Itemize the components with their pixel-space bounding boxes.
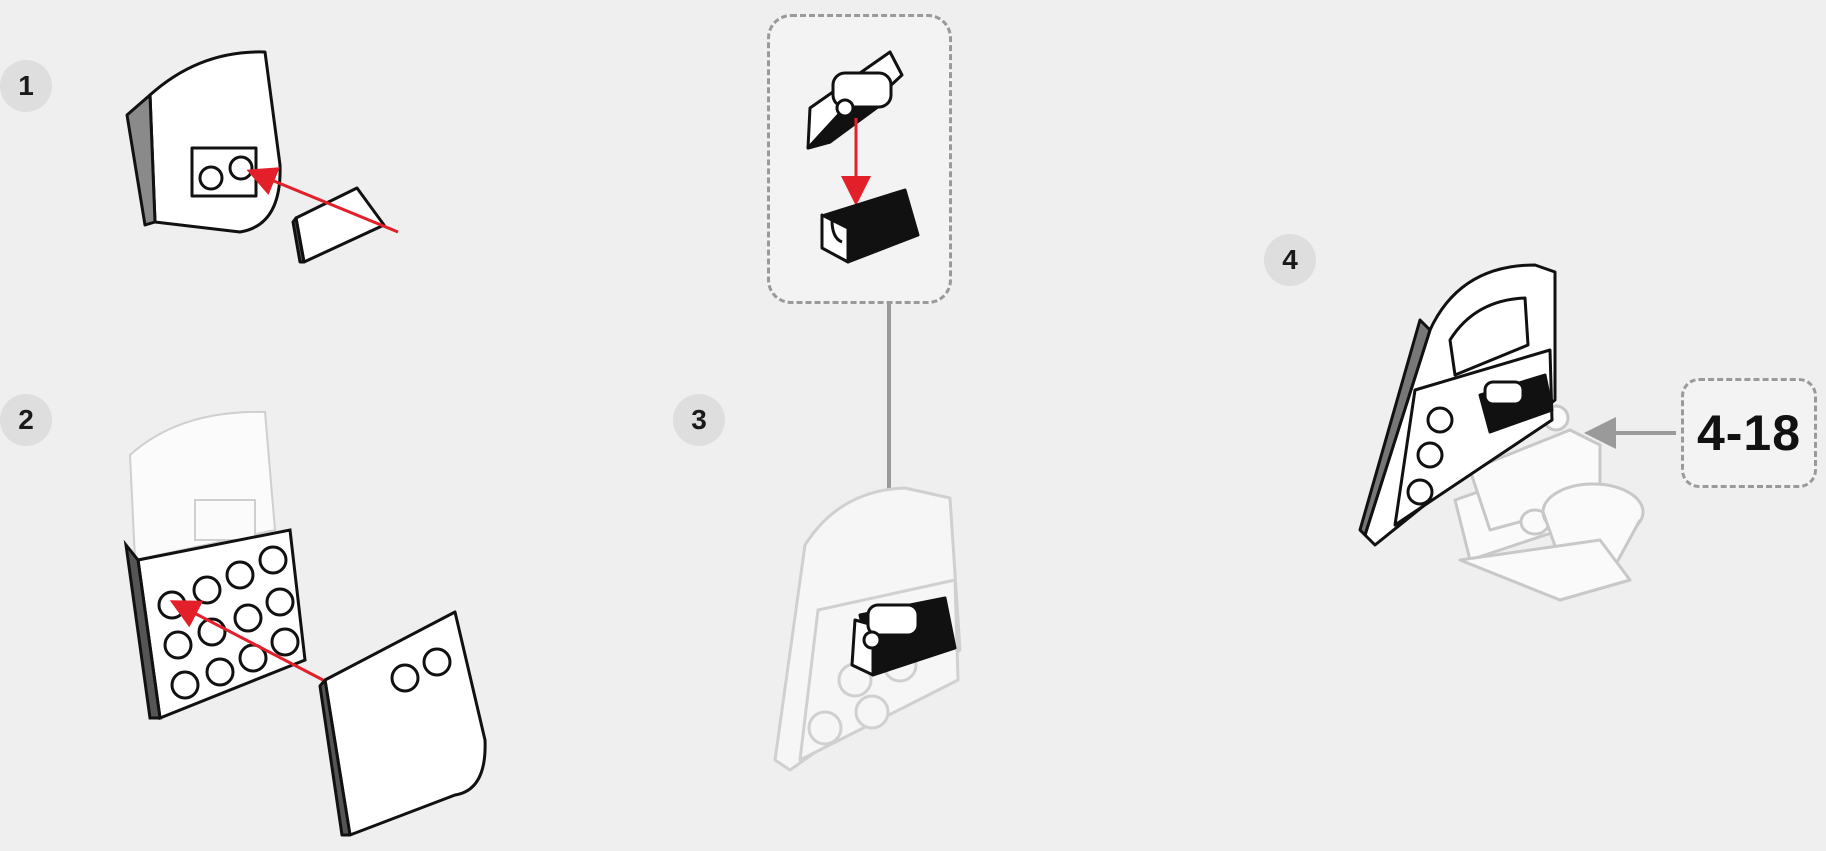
step1-tile [293,188,384,262]
step2-slope-panel [320,612,485,835]
step1-curved-panel [127,52,280,232]
step3-hinge-base [822,190,918,262]
